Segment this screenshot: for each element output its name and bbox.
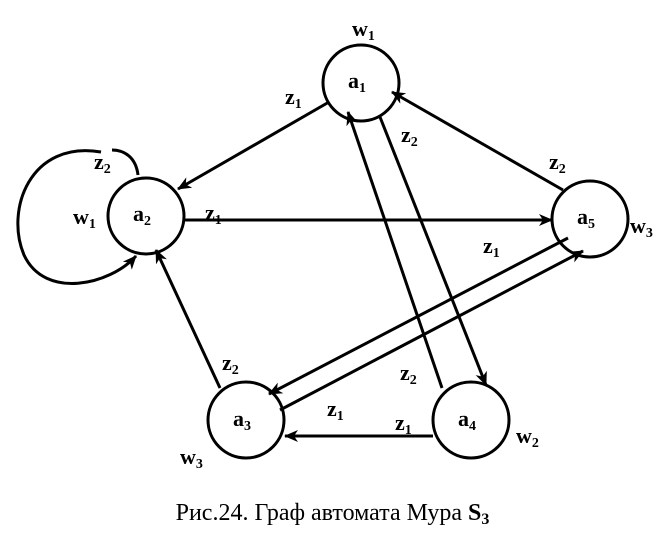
edge-label-a3-a5: z1	[483, 233, 500, 261]
node-a4	[431, 380, 511, 460]
edge-label-a5-a1: z2	[549, 149, 566, 177]
edge-label-a2-a2: z2	[94, 149, 111, 177]
node-label-a2: a2	[133, 201, 151, 229]
node-a3	[206, 380, 286, 460]
node-a2	[106, 176, 186, 256]
figure-caption: Рис.24. Граф автомата Мура S3	[175, 500, 490, 528]
node-label-a5: a5	[577, 204, 595, 232]
edge-a5-a3	[268, 236, 569, 396]
edge-label-a4-a3: z1	[395, 410, 412, 438]
output-label-a5: w3	[630, 213, 653, 241]
output-label-a4: w2	[516, 423, 539, 451]
edge-a1-a2	[177, 100, 330, 191]
output-label-a3: w3	[180, 444, 203, 472]
node-label-a1: a1	[348, 68, 366, 96]
edge-label-a2-a5: z1	[205, 200, 222, 228]
node-label-a4: a4	[458, 406, 476, 434]
edge-label-a3-a2: z2	[222, 350, 239, 378]
edge-label-a5-a3: z1	[327, 396, 344, 424]
edge-label-a4-a1: z2	[400, 360, 417, 388]
edge-a2-a2	[16, 149, 138, 285]
edge-a4-a1	[346, 111, 444, 389]
edge-a3-a2	[154, 249, 222, 389]
edge-a3-a5	[279, 249, 584, 412]
edge-a1-a4	[378, 116, 488, 386]
output-label-a2: w1	[73, 204, 96, 232]
output-label-a1: w1	[352, 16, 375, 44]
edge-label-a1-a4: z2	[401, 122, 418, 150]
node-a1	[321, 43, 401, 123]
edge-a2-a2-tail	[111, 148, 140, 176]
edge-label-a1-a2: z1	[285, 84, 302, 112]
edge-a5-a1	[391, 90, 564, 192]
node-label-a3: a3	[233, 406, 251, 434]
